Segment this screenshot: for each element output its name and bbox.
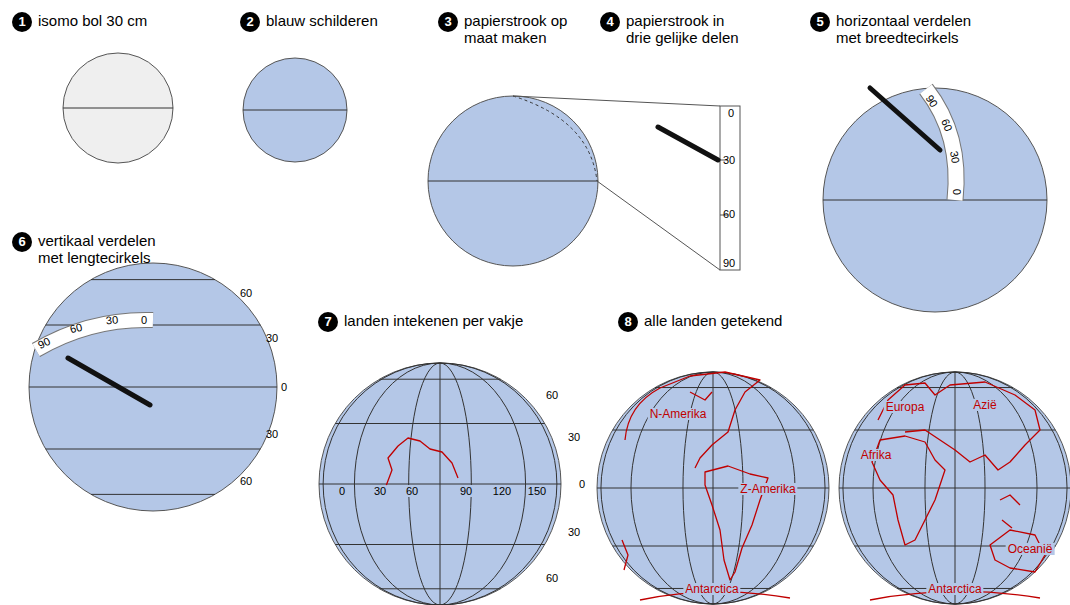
globe-grid: [597, 372, 829, 604]
globe: [319, 363, 561, 605]
marker-pen: [68, 358, 150, 405]
strip-number: 0: [727, 107, 735, 119]
strip-number: 90: [722, 257, 736, 269]
meridian: [440, 363, 441, 605]
continent-name: Oceanië: [1006, 543, 1055, 555]
latitude-number: 60: [239, 475, 253, 487]
latitude-number: 60: [545, 389, 559, 401]
step-caption: isomo bol 30 cm: [38, 12, 147, 29]
guide-line: [597, 181, 720, 270]
marker-pen: [870, 88, 940, 150]
strip-number: 30: [104, 313, 119, 326]
step-caption: papierstrook op maat maken: [464, 12, 578, 46]
equator: [63, 108, 173, 109]
latitude-number: 60: [239, 287, 253, 299]
equator: [823, 200, 1047, 201]
latitude-number: 30: [265, 428, 279, 440]
blue-ball: [428, 96, 598, 266]
step-heading: 7 landen intekenen per vakje: [318, 312, 523, 332]
blue-ball: [243, 58, 347, 162]
marker-pen: [658, 127, 718, 160]
globe-grid: [319, 363, 561, 605]
meridian: [683, 372, 743, 604]
latitude-lines: [29, 280, 277, 495]
latitude-line: [91, 494, 215, 495]
meridian: [955, 372, 956, 604]
step-heading: 6 vertikaal verdelen met lengtecirkels: [12, 232, 182, 266]
paper-strip-edge: [36, 320, 153, 350]
blue-ball: [29, 263, 277, 511]
latitude-number: 0: [578, 478, 586, 490]
latitude-number: 0: [280, 381, 288, 393]
latitude-line: [29, 387, 277, 388]
step-number: 3: [438, 12, 458, 32]
meridian: [713, 372, 714, 604]
latitude-number: 30: [567, 526, 581, 538]
globe: [839, 372, 1070, 604]
longitude-number: 30: [373, 485, 387, 497]
strip-number: 30: [722, 154, 736, 166]
step-caption: alle landen getekend: [644, 312, 782, 329]
strip-number: 30: [948, 149, 962, 165]
meridian: [409, 363, 472, 605]
step-caption: landen intekenen per vakje: [344, 312, 523, 329]
foam-ball: [63, 53, 173, 163]
latitude-number: 60: [545, 572, 559, 584]
step-heading: 4 papierstrook in drie gelijke delen: [600, 12, 750, 46]
step-caption: blauw schilderen: [266, 12, 378, 29]
continent-name: Azië: [971, 399, 998, 411]
measure-arc: [513, 96, 597, 181]
paper-strip: [720, 106, 740, 270]
step-heading: 2 blauw schilderen: [240, 12, 378, 32]
longitude-number: 0: [338, 485, 346, 497]
step-heading: 3 papierstrook op maat maken: [438, 12, 578, 46]
paper-strip: [36, 320, 153, 350]
step-caption: papierstrook in drie gelijke delen: [626, 12, 750, 46]
step-number: 8: [618, 312, 638, 332]
equator: [243, 110, 347, 111]
continent-name: Antarctica: [926, 583, 983, 595]
meridian: [323, 363, 557, 605]
globe: [597, 372, 829, 604]
strip-number: 60: [722, 208, 736, 220]
step-number: 1: [12, 12, 32, 32]
longitude-number: 90: [459, 485, 473, 497]
meridian: [873, 372, 1037, 604]
longitude-number: 150: [527, 485, 547, 497]
step-caption: vertikaal verdelen met lengtecirkels: [38, 232, 182, 266]
step-number: 6: [12, 232, 32, 252]
continent-name: Europa: [884, 401, 927, 413]
strip-number: 0: [951, 188, 963, 197]
latitude-number: 30: [567, 431, 581, 443]
meridian: [601, 372, 825, 604]
step-caption: horizontaal verdelen met breedtecirkels: [836, 12, 990, 46]
step-number: 5: [810, 12, 830, 32]
continent-name: Z-Amerika: [738, 483, 797, 495]
globe-grid: [839, 372, 1070, 604]
step-number: 2: [240, 12, 260, 32]
strip-number: 0: [140, 314, 148, 326]
continent-name: Afrika: [859, 449, 894, 461]
continent-name: Antarctica: [683, 583, 740, 595]
step-number: 7: [318, 312, 338, 332]
continent-name: N-Amerika: [648, 408, 709, 420]
longitude-number: 120: [492, 485, 512, 497]
step-number: 4: [600, 12, 620, 32]
equator: [428, 181, 598, 182]
latitude-line: [91, 279, 215, 280]
step-heading: 1 isomo bol 30 cm: [12, 12, 147, 32]
guide-line: [513, 96, 720, 106]
latitude-number: 30: [265, 332, 279, 344]
blue-ball: [823, 88, 1047, 312]
longitude-number: 60: [405, 485, 419, 497]
meridian: [843, 372, 1067, 604]
step-heading: 5 horizontaal verdelen met breedtecirkels: [810, 12, 990, 46]
latitude-line: [46, 449, 261, 450]
step-heading: 8 alle landen getekend: [618, 312, 782, 332]
meridian: [354, 363, 525, 605]
continent-outlines: [386, 372, 1045, 600]
